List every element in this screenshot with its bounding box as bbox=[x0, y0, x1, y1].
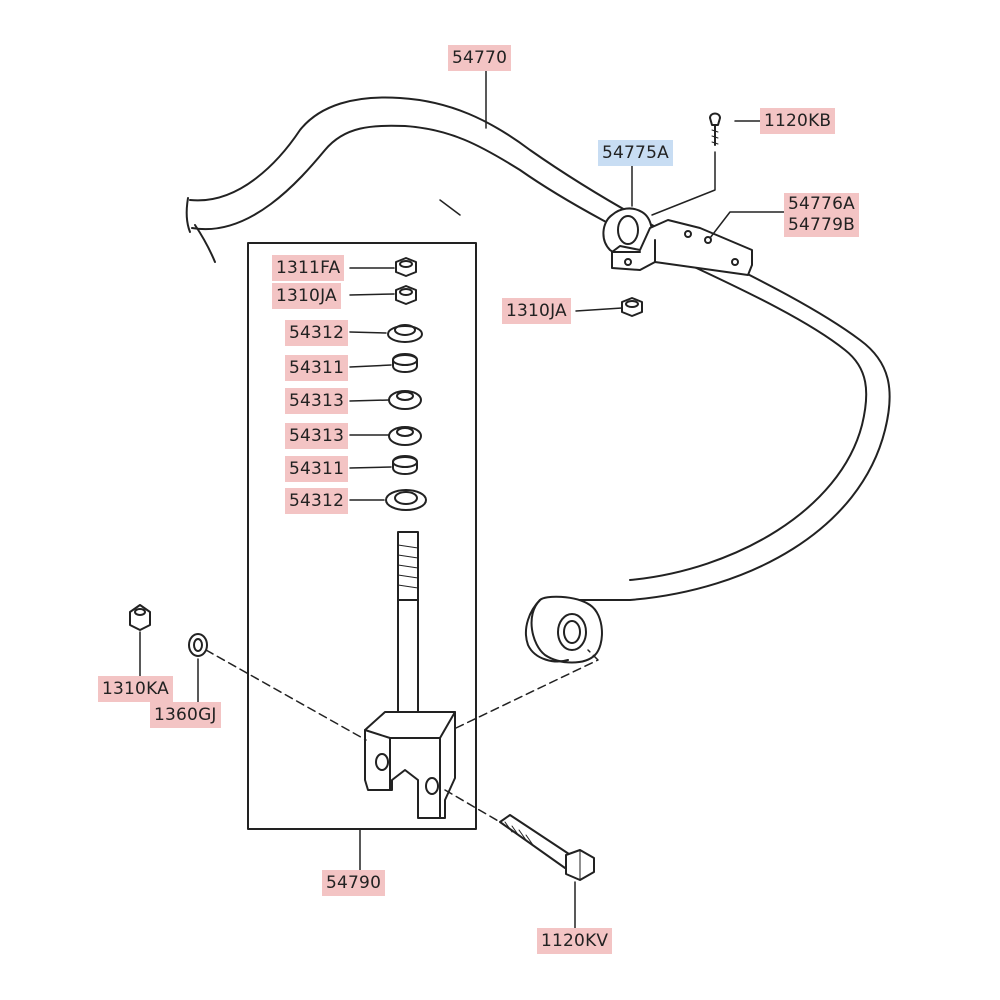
stabilizer-bar bbox=[185, 96, 891, 601]
washer-54312-bottom bbox=[385, 489, 427, 511]
label-1311fa[interactable]: 1311FA bbox=[272, 255, 345, 281]
bracket-54776a bbox=[611, 219, 753, 276]
label-1360gj[interactable]: 1360GJ bbox=[150, 702, 221, 728]
washer-54313-top bbox=[388, 390, 422, 410]
label-54790[interactable]: 54790 bbox=[322, 870, 386, 896]
label-54775a[interactable]: 54775A bbox=[598, 140, 673, 166]
nut-1310ja-right bbox=[621, 297, 643, 317]
link-stud bbox=[397, 531, 419, 733]
label-1120kv[interactable]: 1120KV bbox=[537, 928, 613, 954]
bolt-1120kb bbox=[709, 112, 721, 146]
label-54312-top[interactable]: 54312 bbox=[285, 320, 349, 346]
link-kit-box bbox=[247, 242, 477, 830]
label-54776a-line: 54776A bbox=[788, 194, 855, 214]
bar-end-eye bbox=[524, 595, 603, 664]
bushing-54311-top bbox=[392, 353, 418, 373]
label-54313-top[interactable]: 54313 bbox=[285, 388, 349, 414]
label-1310ka[interactable]: 1310KA bbox=[98, 676, 173, 702]
label-1120kb[interactable]: 1120KB bbox=[760, 108, 836, 134]
label-54770[interactable]: 54770 bbox=[448, 45, 512, 71]
washer-54313-bottom bbox=[388, 426, 422, 446]
label-54313-bottom[interactable]: 54313 bbox=[285, 423, 349, 449]
bolt-1120kv bbox=[499, 814, 595, 881]
washer-1360gj bbox=[188, 633, 208, 657]
label-54779b-line: 54779B bbox=[788, 215, 855, 235]
label-54311-bottom[interactable]: 54311 bbox=[285, 456, 349, 482]
link-clevis bbox=[364, 711, 456, 819]
assembly-dash-lines bbox=[205, 649, 599, 823]
label-1310ja-right[interactable]: 1310JA bbox=[502, 298, 571, 324]
leader-lines bbox=[139, 69, 785, 929]
nut-1310ka bbox=[129, 604, 151, 631]
label-54311-top[interactable]: 54311 bbox=[285, 355, 349, 381]
nut-1310ja bbox=[395, 285, 417, 305]
washer-54312-top bbox=[387, 324, 423, 343]
nut-1311fa bbox=[395, 257, 417, 277]
label-1310ja-left[interactable]: 1310JA bbox=[272, 283, 341, 309]
bushing-54311-bottom bbox=[392, 455, 418, 475]
label-54312-bottom[interactable]: 54312 bbox=[285, 488, 349, 514]
bushing-54775a bbox=[602, 207, 653, 256]
label-54776a-54779b[interactable]: 54776A 54779B bbox=[784, 193, 859, 237]
